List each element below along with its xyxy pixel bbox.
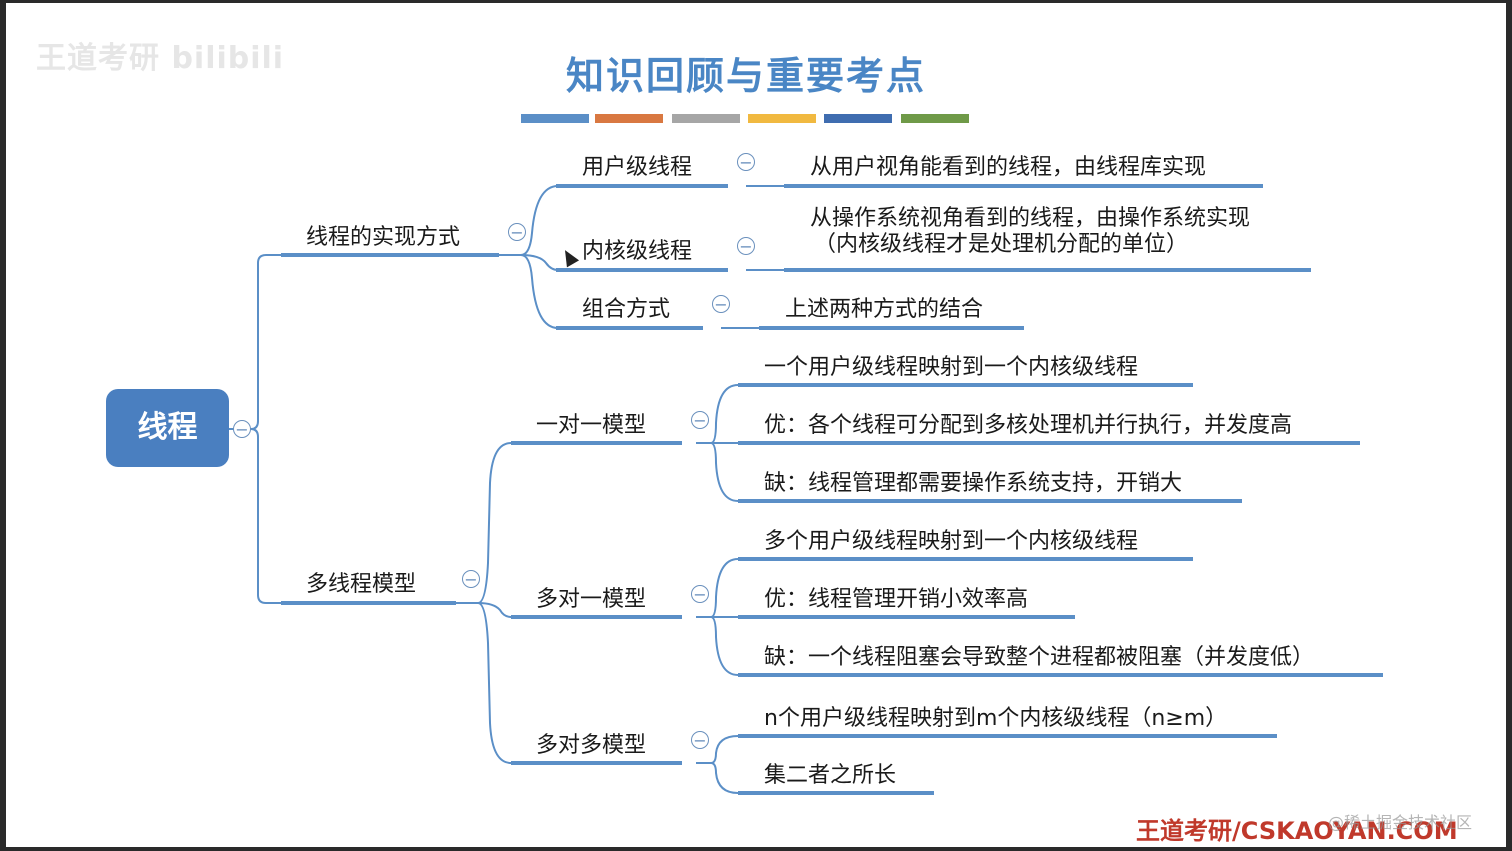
collapse-root-icon[interactable]: − <box>233 420 251 438</box>
slide: 王道考研 bilibili 知识回顾与重要考点 <box>6 3 1506 847</box>
node-manymany-item-1[interactable]: n个用户级线程映射到m个内核级线程（n≥m） <box>764 706 1228 731</box>
collapse-oneone-icon[interactable]: − <box>691 411 709 429</box>
root-node[interactable]: 线程 <box>106 389 229 467</box>
collapse-models-icon[interactable]: − <box>462 570 480 588</box>
node-manyone-item-1[interactable]: 多个用户级线程映射到一个内核级线程 <box>764 529 1139 554</box>
edge-manymany-2 <box>696 762 739 794</box>
node-oneone-item-2[interactable]: 优：各个线程可分配到多核处理机并行执行，并发度高 <box>764 413 1293 438</box>
node-kernel-level[interactable]: 内核级线程 <box>582 239 693 264</box>
collapse-combo-icon[interactable]: − <box>712 295 730 313</box>
node-impl[interactable]: 线程的实现方式 <box>306 225 461 250</box>
edge-impl-combo <box>520 254 559 329</box>
edge-root-impl <box>229 254 281 430</box>
collapse-manyone-icon[interactable]: − <box>691 585 709 603</box>
node-manyone-item-3[interactable]: 缺：一个线程阻塞会导致整个进程都被阻塞（并发度低） <box>764 645 1315 670</box>
node-oneone-item-3[interactable]: 缺：线程管理都需要操作系统支持，开销大 <box>764 471 1183 496</box>
edge-impl-kernel <box>520 254 559 271</box>
page-title: 知识回顾与重要考点 <box>565 54 926 98</box>
community-watermark: @稀土掘金技术社区 <box>1328 813 1473 832</box>
edge-root-models <box>250 428 281 604</box>
mindmap-connectors <box>229 184 1383 795</box>
edge-models-manyone <box>477 602 512 618</box>
collapse-manymany-icon[interactable]: − <box>691 731 709 749</box>
node-oneone-item-1[interactable]: 一个用户级线程映射到一个内核级线程 <box>764 355 1139 380</box>
node-user-level[interactable]: 用户级线程 <box>582 155 693 180</box>
node-combo-desc[interactable]: 上述两种方式的结合 <box>785 297 984 322</box>
edge-manyone-3 <box>696 616 739 676</box>
node-one-to-one[interactable]: 一对一模型 <box>536 413 647 438</box>
edge-models-manymany <box>477 602 512 764</box>
collapse-user-icon[interactable]: − <box>737 153 755 171</box>
stripe-1 <box>521 114 589 123</box>
edge-impl-user <box>499 185 559 256</box>
node-combo[interactable]: 组合方式 <box>582 297 671 322</box>
node-kernel-desc[interactable]: 从操作系统视角看到的线程，由操作系统实现 （内核级线程才是处理机分配的单位） <box>810 206 1250 258</box>
collapse-impl-icon[interactable]: − <box>508 223 526 241</box>
stripe-5 <box>824 114 892 123</box>
node-manyone-item-2[interactable]: 优：线程管理开销小效率高 <box>764 587 1029 612</box>
video-watermark: 王道考研 bilibili <box>36 41 285 76</box>
edge-models-oneone <box>456 442 512 604</box>
node-manymany-item-2[interactable]: 集二者之所长 <box>764 763 897 788</box>
node-kernel-desc-line2: （内核级线程才是处理机分配的单位） <box>814 232 1189 257</box>
node-models[interactable]: 多线程模型 <box>306 572 417 597</box>
node-user-desc[interactable]: 从用户视角能看到的线程，由线程库实现 <box>810 155 1207 180</box>
stripe-6 <box>901 114 969 123</box>
collapse-kernel-icon[interactable]: − <box>737 237 755 255</box>
brand-watermark: 王道考研/CSKAOYAN.COM <box>1136 817 1458 845</box>
stripe-3 <box>672 114 740 123</box>
stripe-4 <box>748 114 816 123</box>
node-kernel-desc-line1: 从操作系统视角看到的线程，由操作系统实现 <box>810 206 1251 231</box>
edge-oneone-3 <box>696 442 739 502</box>
stripe-2 <box>595 114 663 123</box>
node-many-to-one[interactable]: 多对一模型 <box>536 587 647 612</box>
node-many-to-many[interactable]: 多对多模型 <box>536 733 647 758</box>
